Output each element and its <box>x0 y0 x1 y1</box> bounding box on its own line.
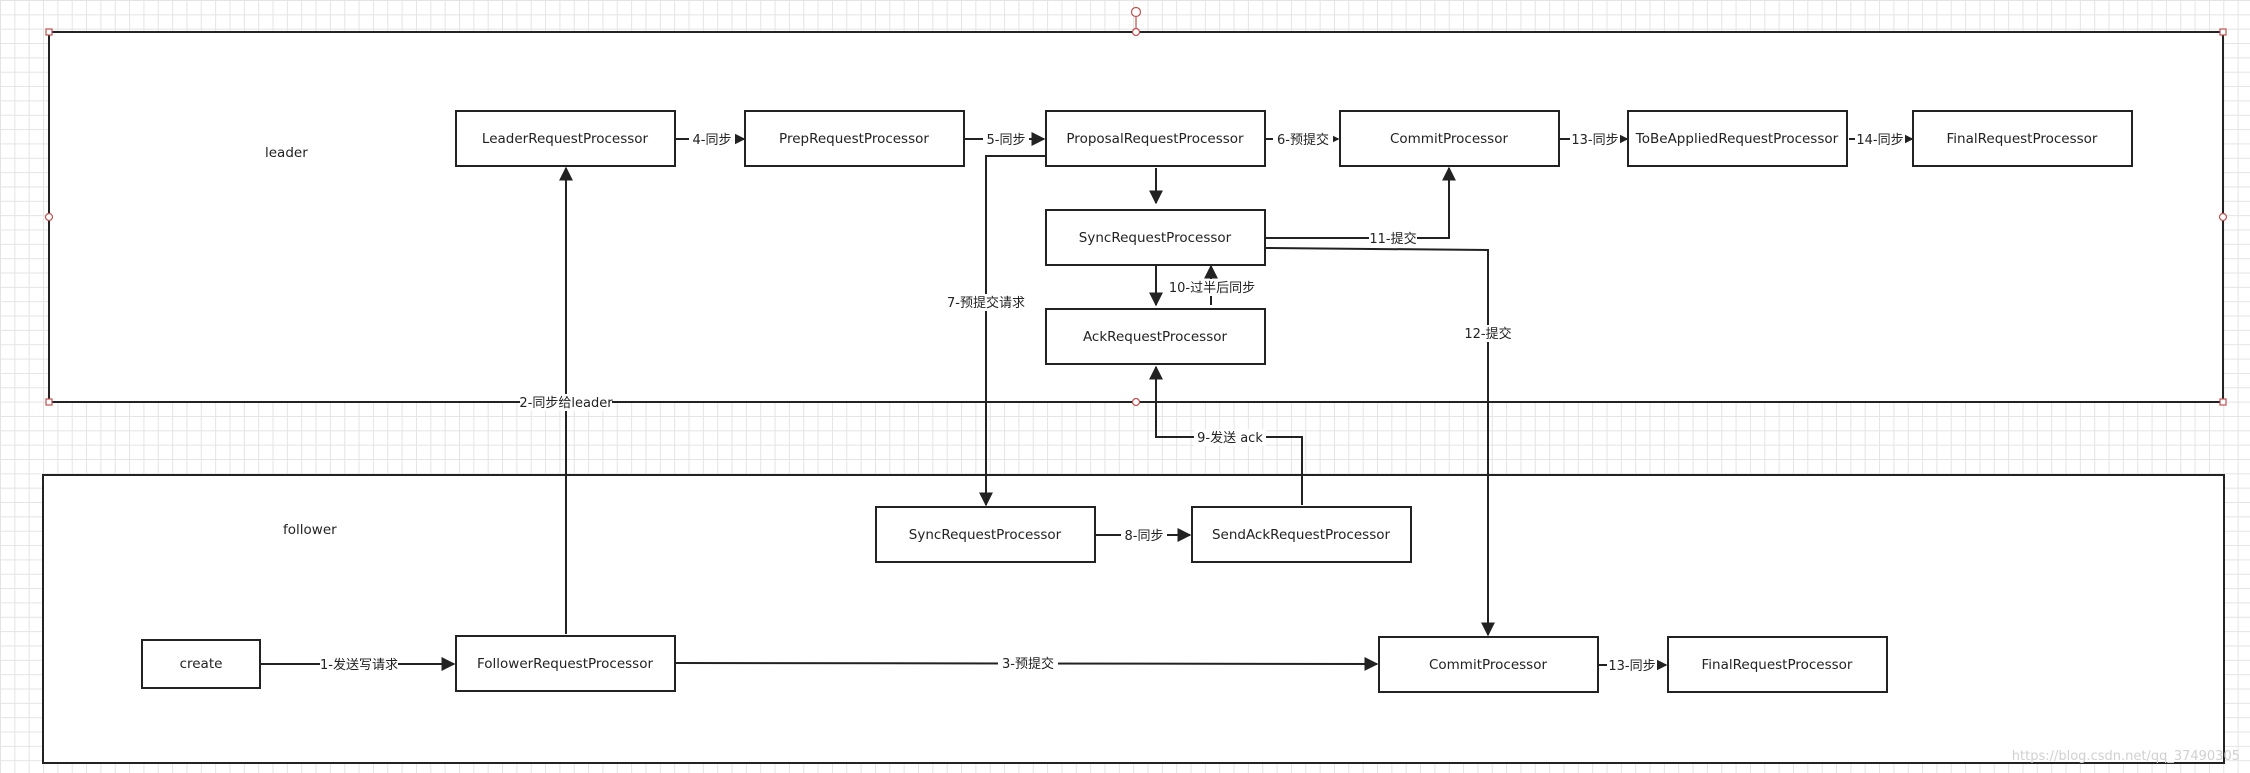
edge-11[interactable] <box>1266 166 1456 239</box>
watermark-text: https://blog.csdn.net/qq_37490305 <box>2012 749 2240 764</box>
svg-text:FollowerRequestProcessor: FollowerRequestProcessor <box>477 656 654 672</box>
svg-text:AckRequestProcessor: AckRequestProcessor <box>1083 329 1228 345</box>
node-follower-request-processor[interactable]: FollowerRequestProcessor <box>455 635 676 692</box>
svg-text:12-提交: 12-提交 <box>1464 326 1511 342</box>
edge-label-11: 11-提交 <box>1369 230 1417 247</box>
svg-text:8-同步: 8-同步 <box>1125 529 1164 544</box>
svg-text:13-同步: 13-同步 <box>1571 133 1618 148</box>
node-send-ack-request-processor[interactable]: SendAckRequestProcessor <box>1191 506 1412 563</box>
edge-label-2: 2-同步给leader <box>519 394 613 411</box>
edge-label-10: 10-过半后同步 <box>1168 279 1256 296</box>
svg-text:create: create <box>180 656 223 672</box>
svg-text:13-同步: 13-同步 <box>1608 659 1655 674</box>
svg-text:14-同步: 14-同步 <box>1856 133 1903 148</box>
svg-text:9-发送 ack: 9-发送 ack <box>1197 430 1263 446</box>
edge-12[interactable] <box>1265 247 1495 637</box>
edge-label-8: 8-同步 <box>1121 527 1167 544</box>
node-final-request-processor-follower[interactable]: FinalRequestProcessor <box>1667 636 1888 693</box>
node-final-request-processor-leader[interactable]: FinalRequestProcessor <box>1912 110 2133 167</box>
svg-text:ProposalRequestProcessor: ProposalRequestProcessor <box>1066 131 1244 147</box>
svg-text:5-同步: 5-同步 <box>987 133 1026 148</box>
node-commit-processor-leader[interactable]: CommitProcessor <box>1339 110 1560 167</box>
follower-container[interactable] <box>42 474 2225 764</box>
edge-label-7: 7-预提交请求 <box>946 294 1026 311</box>
svg-text:CommitProcessor: CommitProcessor <box>1390 131 1509 147</box>
svg-text:CommitProcessor: CommitProcessor <box>1429 657 1548 673</box>
edge-label-4: 4-同步 <box>689 131 735 148</box>
node-ack-request-processor[interactable]: AckRequestProcessor <box>1045 308 1266 365</box>
svg-text:1-发送写请求: 1-发送写请求 <box>320 657 398 673</box>
node-sync-request-processor-follower[interactable]: SyncRequestProcessor <box>875 506 1096 563</box>
edge-label-3: 3-预提交 <box>998 655 1058 672</box>
edge-label-14: 14-同步 <box>1855 131 1905 148</box>
svg-text:FinalRequestProcessor: FinalRequestProcessor <box>1702 657 1853 673</box>
edge-label-13-leader: 13-同步 <box>1570 131 1620 148</box>
node-sync-request-processor-leader[interactable]: SyncRequestProcessor <box>1045 209 1266 266</box>
selection-handles[interactable] <box>44 6 2228 407</box>
node-prep-request-processor[interactable]: PrepRequestProcessor <box>744 110 965 167</box>
svg-text:SyncRequestProcessor: SyncRequestProcessor <box>909 527 1062 543</box>
svg-text:PrepRequestProcessor: PrepRequestProcessor <box>779 131 929 147</box>
svg-text:SendAckRequestProcessor: SendAckRequestProcessor <box>1212 527 1391 543</box>
edge-label-12: 12-提交 <box>1463 325 1513 342</box>
svg-text:7-预提交请求: 7-预提交请求 <box>947 295 1025 311</box>
node-create[interactable]: create <box>141 639 261 689</box>
edge-label-5: 5-同步 <box>983 131 1029 148</box>
node-commit-processor-follower[interactable]: CommitProcessor <box>1378 636 1599 693</box>
follower-container-label: follower <box>283 522 337 538</box>
svg-text:4-同步: 4-同步 <box>693 133 732 148</box>
svg-text:3-预提交: 3-预提交 <box>1002 656 1054 672</box>
edge-label-9: 9-发送 ack <box>1194 429 1266 446</box>
edge-label-1: 1-发送写请求 <box>320 656 398 673</box>
svg-text:2-同步给leader: 2-同步给leader <box>519 396 613 411</box>
svg-text:LeaderRequestProcessor: LeaderRequestProcessor <box>482 131 649 147</box>
edge-label-6: 6-预提交 <box>1273 131 1333 148</box>
svg-text:ToBeAppliedRequestProcessor: ToBeAppliedRequestProcessor <box>1635 131 1839 147</box>
svg-text:SyncRequestProcessor: SyncRequestProcessor <box>1079 230 1232 246</box>
leader-container-label: leader <box>265 145 308 161</box>
node-leader-request-processor[interactable]: LeaderRequestProcessor <box>455 110 676 167</box>
node-to-be-applied-request-processor[interactable]: ToBeAppliedRequestProcessor <box>1627 110 1848 167</box>
edge-7[interactable] <box>979 155 1046 507</box>
svg-text:FinalRequestProcessor: FinalRequestProcessor <box>1947 131 2098 147</box>
svg-text:11-提交: 11-提交 <box>1369 231 1416 247</box>
edge-label-13-follower: 13-同步 <box>1607 657 1657 674</box>
node-proposal-request-processor[interactable]: ProposalRequestProcessor <box>1045 110 1266 167</box>
rotate-handle <box>1130 6 1142 18</box>
svg-text:6-预提交: 6-预提交 <box>1277 132 1329 148</box>
svg-text:10-过半后同步: 10-过半后同步 <box>1169 281 1255 296</box>
